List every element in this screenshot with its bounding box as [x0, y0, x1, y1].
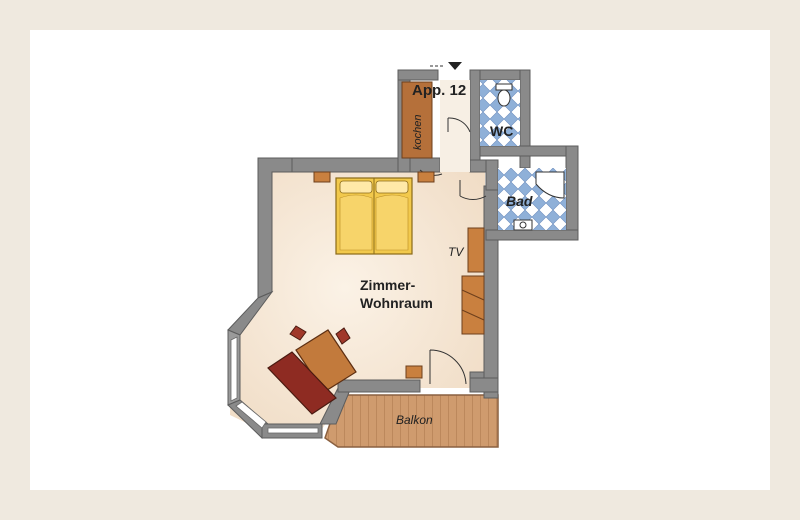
- balcony-label: Balkon: [396, 413, 433, 427]
- living-room-label-line2: Wohnraum: [360, 295, 433, 311]
- nightstand-right: [417, 171, 435, 183]
- entrance-arrow-icon: [448, 62, 462, 70]
- kitchenette: [401, 81, 433, 159]
- side-table: [405, 365, 423, 379]
- living-room-label-line1: Zimmer-: [360, 277, 416, 293]
- nightstand-left: [313, 171, 331, 183]
- apartment-label: App. 12: [412, 82, 466, 99]
- bay-window: [230, 336, 319, 434]
- shower-icon: [535, 171, 565, 199]
- wc-label: WC: [490, 123, 513, 139]
- tv-cabinet: [467, 227, 485, 273]
- wardrobe: [461, 275, 485, 335]
- toilet-icon: [495, 83, 513, 107]
- tv-label: TV: [448, 245, 464, 259]
- entry-hall: [440, 80, 470, 172]
- double-bed: [335, 177, 413, 255]
- dining-table: [267, 325, 357, 415]
- wc-room: [480, 80, 520, 146]
- kitchen-label: kochen: [412, 115, 424, 150]
- bath-label: Bad: [506, 193, 533, 209]
- sink-icon: [513, 219, 533, 231]
- balcony: [324, 394, 499, 448]
